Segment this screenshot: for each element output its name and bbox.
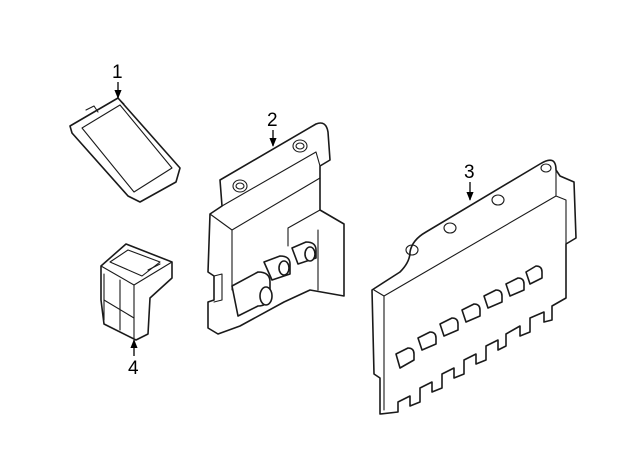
part-4-fuse xyxy=(100,243,173,341)
callout-4: 4 xyxy=(128,339,139,379)
callout-1: 1 xyxy=(112,62,123,99)
callout-3: 3 xyxy=(464,162,475,201)
callout-4-label: 4 xyxy=(128,358,139,379)
part-2-bracket xyxy=(207,122,345,335)
part-3-plate xyxy=(371,159,577,415)
callout-2-label: 2 xyxy=(267,110,278,131)
callout-3-label: 3 xyxy=(464,162,475,183)
part-1-cover xyxy=(69,97,181,203)
callout-2: 2 xyxy=(267,110,278,147)
callout-1-label: 1 xyxy=(112,62,123,83)
